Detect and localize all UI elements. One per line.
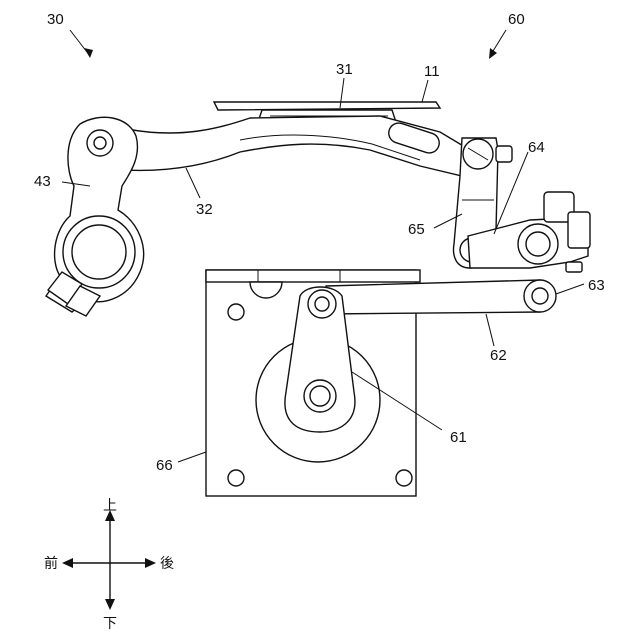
label-43: 43 <box>34 173 51 190</box>
direction-up: 上 <box>103 498 117 514</box>
label-65: 65 <box>408 221 425 238</box>
arrow-down-icon <box>105 599 115 610</box>
label-66: 66 <box>156 457 173 474</box>
arrow-right-icon <box>145 558 156 568</box>
label-30: 30 <box>47 11 64 28</box>
label-31: 31 <box>336 61 353 78</box>
rod-62 <box>326 280 556 314</box>
assembly-arrows <box>70 30 506 59</box>
direction-down: 下 <box>103 616 117 632</box>
arrow-left-icon <box>62 558 73 568</box>
label-32: 32 <box>196 201 213 218</box>
label-60: 60 <box>508 11 525 28</box>
label-11: 11 <box>424 63 440 80</box>
label-62: 62 <box>490 347 507 364</box>
label-61: 61 <box>450 429 467 446</box>
label-63: 63 <box>588 277 605 294</box>
arm-32 <box>122 116 470 176</box>
direction-front: 前 <box>44 555 58 572</box>
label-64: 64 <box>528 139 545 156</box>
bracket-43 <box>46 117 144 316</box>
direction-indicator: 上 下 前 後 <box>44 498 174 632</box>
direction-back: 後 <box>160 556 174 572</box>
